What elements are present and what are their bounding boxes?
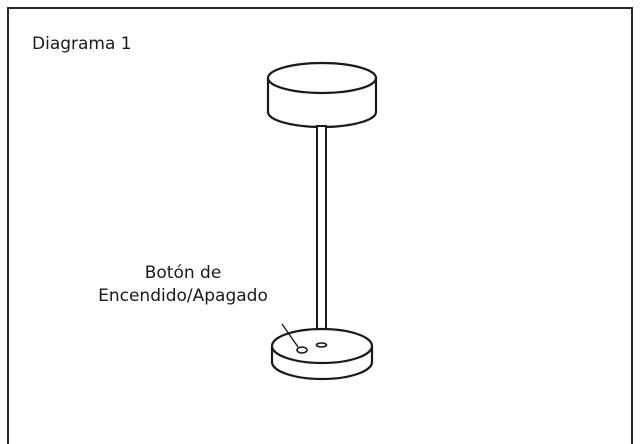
callout-leader-line <box>281 323 299 348</box>
power-button <box>296 346 308 354</box>
lamp-stem <box>316 125 327 349</box>
lamp-base <box>270 327 374 381</box>
power-button-label-line2: Encendido/Apagado <box>98 286 268 306</box>
lamp-head <box>266 61 378 129</box>
power-button-label: Botón de Encendido/Apagado <box>78 262 288 308</box>
diagram-title: Diagrama 1 <box>32 34 132 54</box>
power-button-label-line1: Botón de <box>144 263 222 283</box>
